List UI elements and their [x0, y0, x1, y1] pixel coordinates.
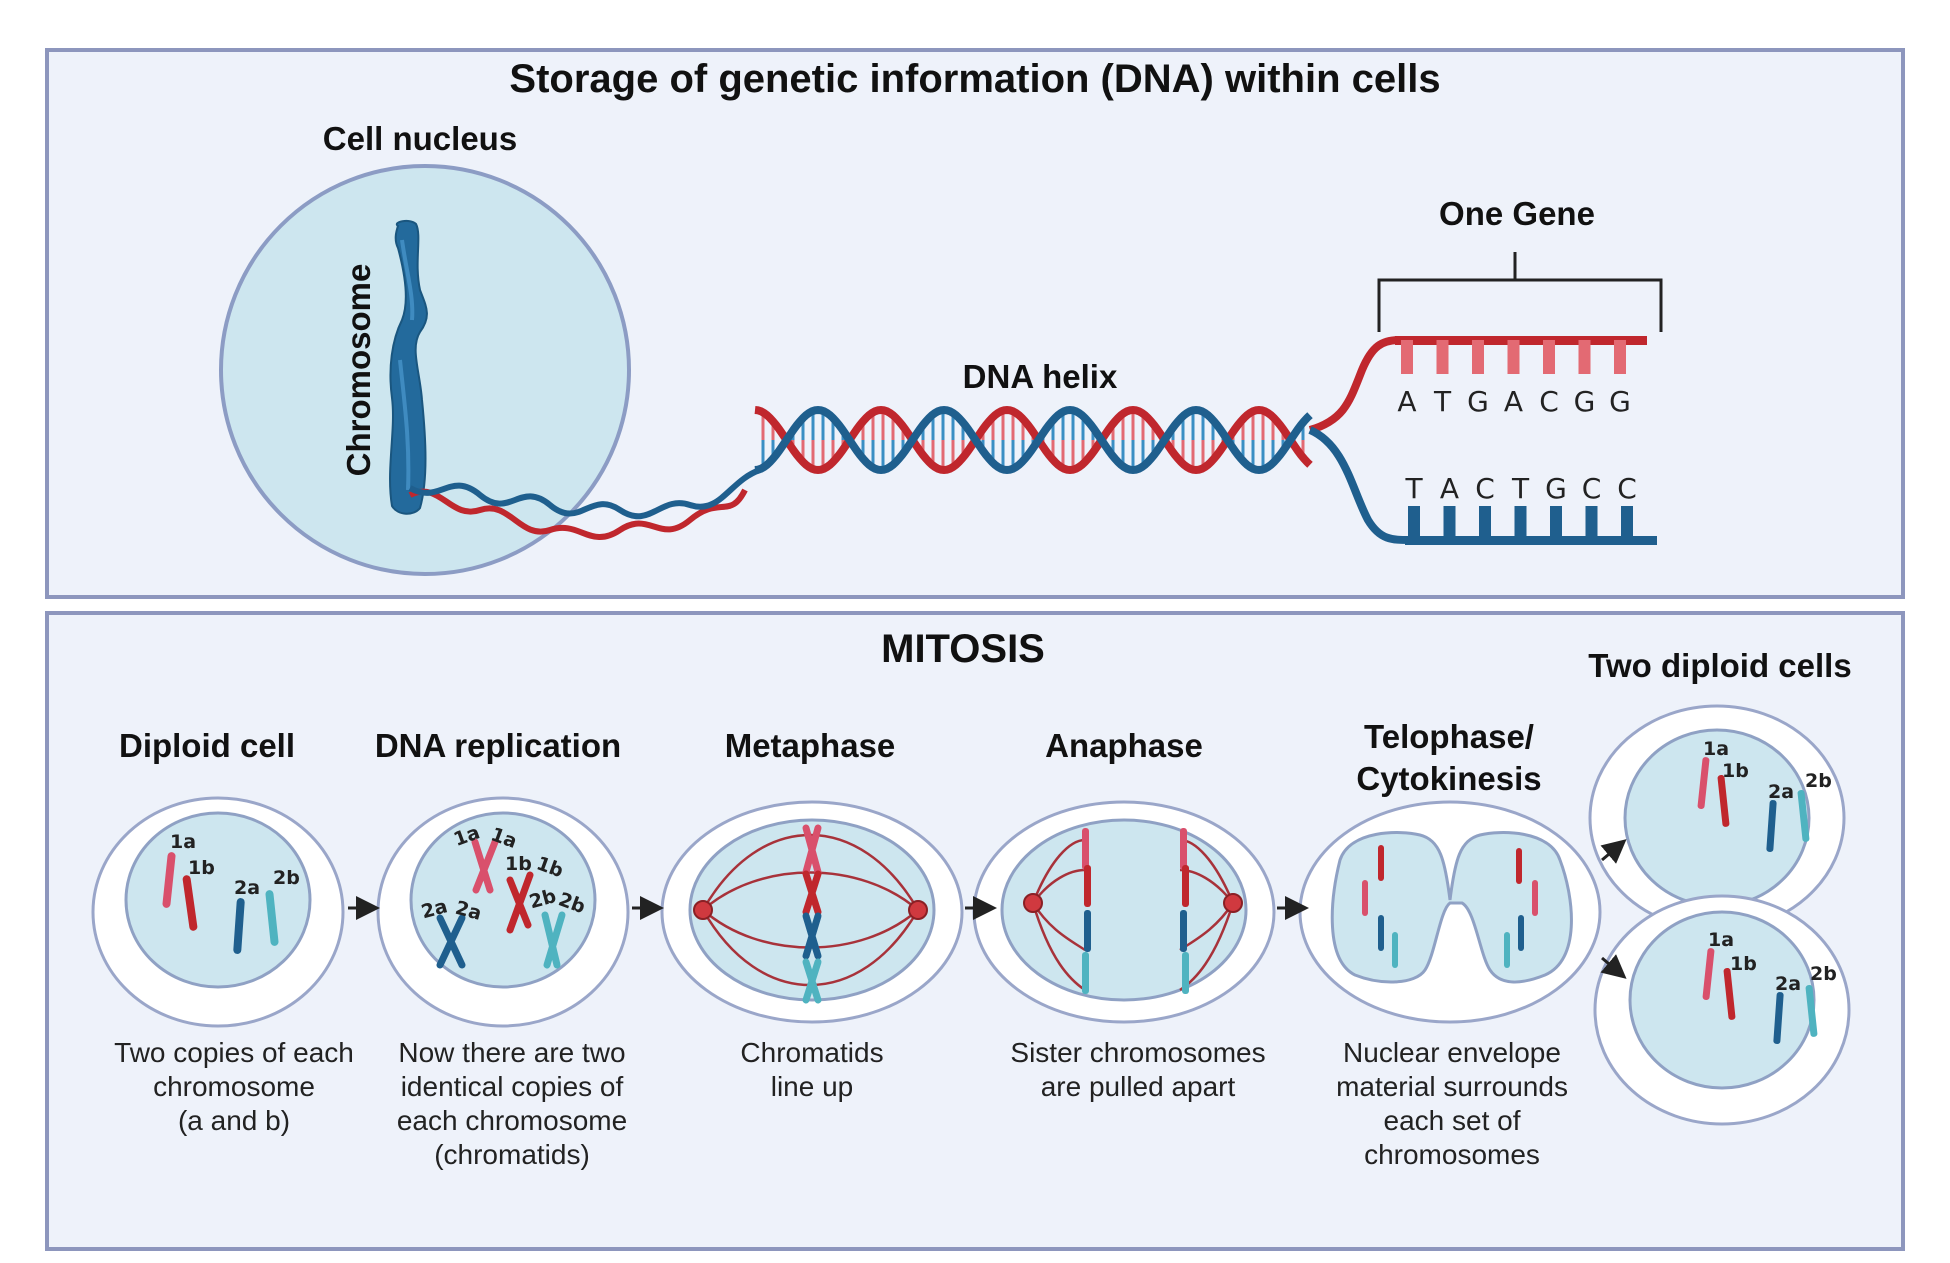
svg-text:each chromosome: each chromosome	[397, 1105, 627, 1136]
svg-text:Sister chromosomes: Sister chromosomes	[1010, 1037, 1265, 1068]
svg-text:1b: 1b	[1730, 953, 1757, 975]
bottom-base-letter: A	[1440, 472, 1459, 505]
top-base-letter: A	[1397, 385, 1416, 418]
daughter-cell-top: 1a 1b 2a 2b	[1588, 704, 1846, 932]
svg-text:Chromatids: Chromatids	[740, 1037, 883, 1068]
stage-label-metaphase: Metaphase	[725, 727, 896, 764]
svg-text:1a: 1a	[1703, 738, 1729, 760]
top-base-letter: G	[1609, 385, 1631, 418]
stage-label-dna-replication: DNA replication	[375, 727, 621, 764]
metaphase-cell	[660, 800, 964, 1024]
svg-text:chromosomes: chromosomes	[1364, 1139, 1540, 1170]
svg-text:1b: 1b	[505, 853, 532, 875]
svg-text:Nuclear envelope: Nuclear envelope	[1343, 1037, 1561, 1068]
top-base-tick	[1614, 340, 1626, 374]
dna-loose-strand-red	[408, 488, 748, 540]
telophase-cell	[1298, 800, 1602, 1024]
replication-cell: 1a 1a 1b 1b 2a 2a 2b 2b	[376, 796, 630, 1028]
svg-text:Now there are two: Now there are two	[398, 1037, 625, 1068]
bottom-base-tick	[1479, 506, 1491, 540]
gene-top-strand-connector	[1308, 336, 1401, 434]
dna-helix-blue-strand	[754, 405, 1313, 475]
result-label: Two diploid cells	[1588, 647, 1851, 684]
svg-text:chromosome: chromosome	[153, 1071, 315, 1102]
svg-text:1b: 1b	[1722, 760, 1749, 782]
svg-text:2a: 2a	[234, 877, 260, 899]
gene-base-ticks	[1401, 340, 1633, 540]
svg-text:material surrounds: material surrounds	[1336, 1071, 1568, 1102]
bottom-base-letter: G	[1545, 472, 1567, 505]
top-base-letter: G	[1574, 385, 1596, 418]
stage-label-anaphase: Anaphase	[1045, 727, 1203, 764]
bottom-base-tick	[1514, 506, 1527, 540]
cell-nucleus	[219, 164, 631, 576]
top-base-tick	[1578, 340, 1591, 374]
svg-text:2a: 2a	[1768, 781, 1794, 803]
mitosis-title: MITOSIS	[881, 627, 1045, 671]
top-base-letter: G	[1467, 385, 1489, 418]
bottom-base-tick	[1408, 506, 1420, 540]
svg-text:Two copies of each: Two copies of each	[114, 1037, 354, 1068]
bottom-base-letter: C	[1617, 472, 1637, 505]
caption-metaphase: Chromatids line up	[740, 1037, 883, 1102]
top-base-tick	[1472, 340, 1484, 374]
svg-text:(a and b): (a and b)	[178, 1105, 290, 1136]
bottom-base-letter: T	[1404, 472, 1423, 505]
dna-loose-strand-blue	[408, 467, 762, 520]
cell-nucleus-label: Cell nucleus	[323, 120, 517, 157]
bottom-base-letter: C	[1582, 472, 1602, 505]
svg-text:(chromatids): (chromatids)	[434, 1139, 590, 1170]
bottom-base-tick	[1550, 506, 1562, 540]
arrow-to-daughter-top	[1600, 839, 1627, 864]
svg-text:are pulled apart: are pulled apart	[1041, 1071, 1236, 1102]
top-base-letter: C	[1539, 385, 1559, 418]
svg-text:line up: line up	[771, 1071, 854, 1102]
anaphase-cell	[972, 800, 1276, 1024]
gene-bracket	[1377, 252, 1663, 332]
gene-bottom-strand-connector	[1308, 426, 1411, 544]
top-base-letter: T	[1433, 385, 1452, 418]
top-base-tick	[1507, 340, 1520, 374]
bottom-base-tick	[1621, 506, 1633, 540]
svg-text:1a: 1a	[170, 831, 196, 853]
dna-helix-label: DNA helix	[963, 358, 1118, 395]
bottom-base-tick	[1443, 506, 1456, 540]
top-base-tick	[1401, 340, 1413, 374]
bottom-base-letter: T	[1511, 472, 1530, 505]
one-gene-label: One Gene	[1439, 195, 1595, 232]
caption-diploid: Two copies of each chromosome (a and b)	[114, 1037, 354, 1136]
svg-text:2b: 2b	[1805, 770, 1832, 792]
svg-text:1a: 1a	[1708, 929, 1734, 951]
svg-text:1b: 1b	[188, 857, 215, 879]
bottom-base-tick	[1585, 506, 1598, 540]
bottom-base-letter: C	[1475, 472, 1495, 505]
top-base-letter: A	[1504, 385, 1523, 418]
top-panel-title: Storage of genetic information (DNA) wit…	[509, 57, 1440, 101]
top-base-tick	[1436, 340, 1449, 374]
stage-label-diploid: Diploid cell	[119, 727, 295, 764]
chromosome-label: Chromosome	[340, 264, 377, 477]
svg-text:2b: 2b	[273, 867, 300, 889]
stage-label-cytokinesis: Cytokinesis	[1356, 760, 1541, 797]
svg-text:identical copies of: identical copies of	[401, 1071, 624, 1102]
gene-top-backbone	[1395, 336, 1647, 345]
chromosome-body	[389, 219, 428, 515]
svg-text:2b: 2b	[1810, 963, 1837, 985]
arrow-to-daughter-bottom	[1600, 954, 1627, 979]
top-base-tick	[1543, 340, 1555, 374]
caption-telophase: Nuclear envelope material surrounds each…	[1336, 1037, 1568, 1170]
gene-bottom-backbone	[1405, 536, 1657, 545]
svg-text:2a: 2a	[1775, 973, 1801, 995]
caption-anaphase: Sister chromosomes are pulled apart	[1010, 1037, 1265, 1102]
svg-text:each set of: each set of	[1384, 1105, 1521, 1136]
stage-label-telophase: Telophase/	[1364, 718, 1534, 755]
daughter-cell-bottom: 1a 1b 2a 2b	[1593, 894, 1851, 1126]
diploid-cell: 1a 1b 2a 2b	[91, 796, 345, 1028]
caption-dna-replication: Now there are two identical copies of ea…	[397, 1037, 627, 1170]
